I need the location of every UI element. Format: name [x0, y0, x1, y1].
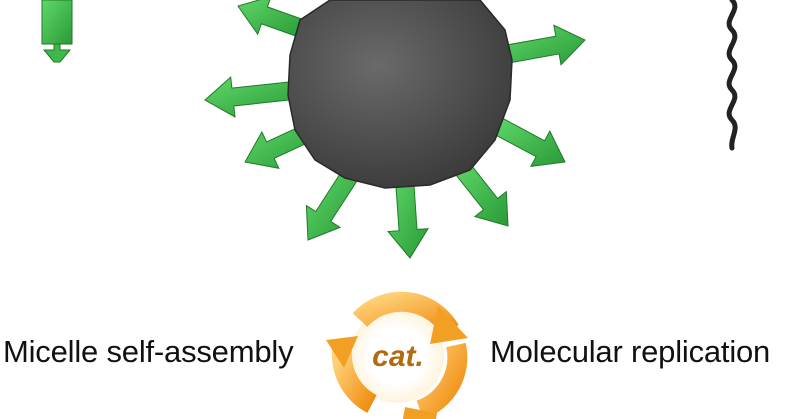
molecular-replication-label: Molecular replication: [490, 334, 771, 369]
amphiphile-monomer-icon: [41, 0, 73, 63]
amphiphile-arrow-icon: [305, 166, 361, 241]
micelle-core-icon: [287, 0, 513, 189]
amphiphile-arrow-icon: [493, 117, 566, 168]
wavy-chain-icon: [726, 0, 738, 151]
amphiphile-arrow-icon: [237, 0, 304, 38]
micelle-self-assembly-label: Micelle self-assembly: [3, 334, 294, 369]
catalyst-label: cat.: [372, 340, 424, 373]
amphiphile-arrow-icon: [454, 161, 509, 227]
catalytic-cycle-icon: [326, 291, 468, 419]
amphiphile-arrow-icon: [204, 76, 300, 118]
amphiphile-arrow-icon: [505, 24, 586, 66]
